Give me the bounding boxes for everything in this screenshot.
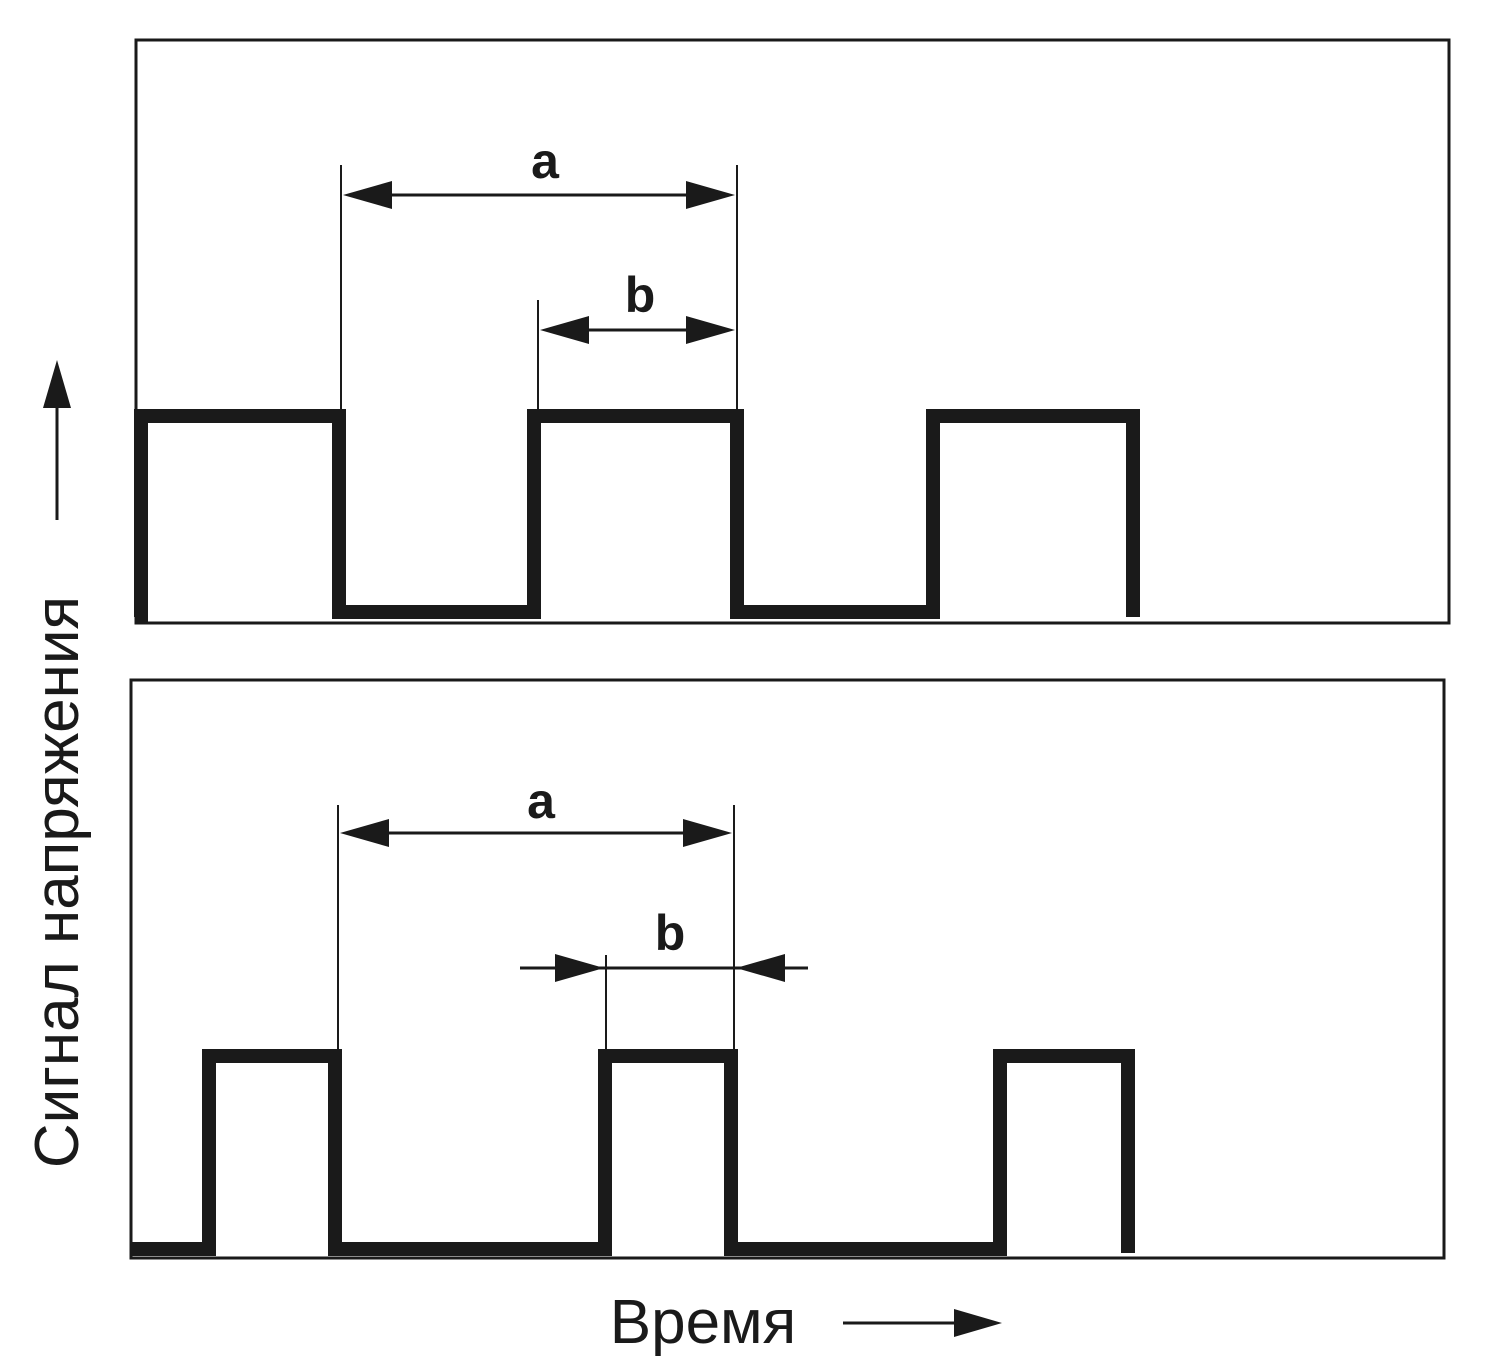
bottom-panel-frame bbox=[129, 678, 1446, 1260]
x-axis-indicator: Время bbox=[610, 1288, 1002, 1357]
top-period-arrow-right bbox=[686, 181, 735, 209]
bottom-waveform bbox=[131, 1049, 1135, 1256]
bottom-panel: a b bbox=[129, 678, 1446, 1260]
bottom-period-arrow-right bbox=[683, 819, 732, 847]
top-pulse-label: b bbox=[625, 267, 656, 323]
y-axis-label: Сигнал напряжения bbox=[23, 596, 92, 1168]
top-pulse-arrow-right bbox=[686, 316, 735, 344]
y-axis-arrow-head bbox=[43, 360, 71, 408]
top-period-arrow-left bbox=[343, 181, 392, 209]
top-waveform bbox=[134, 409, 1140, 624]
bottom-pulse-arrow-right bbox=[736, 954, 785, 982]
top-pulse-arrow-left bbox=[540, 316, 589, 344]
x-axis-arrow-head bbox=[954, 1309, 1002, 1337]
top-period-label: a bbox=[531, 133, 560, 189]
top-panel-frame bbox=[134, 38, 1451, 625]
bottom-pulse-label: b bbox=[655, 905, 686, 961]
x-axis-label: Время bbox=[610, 1288, 797, 1357]
top-panel: a b bbox=[134, 38, 1451, 625]
bottom-period-arrow-left bbox=[340, 819, 389, 847]
bottom-pulse-arrow-left bbox=[555, 954, 604, 982]
y-axis-indicator: Сигнал напряжения bbox=[23, 360, 92, 1168]
bottom-period-label: a bbox=[527, 773, 556, 829]
